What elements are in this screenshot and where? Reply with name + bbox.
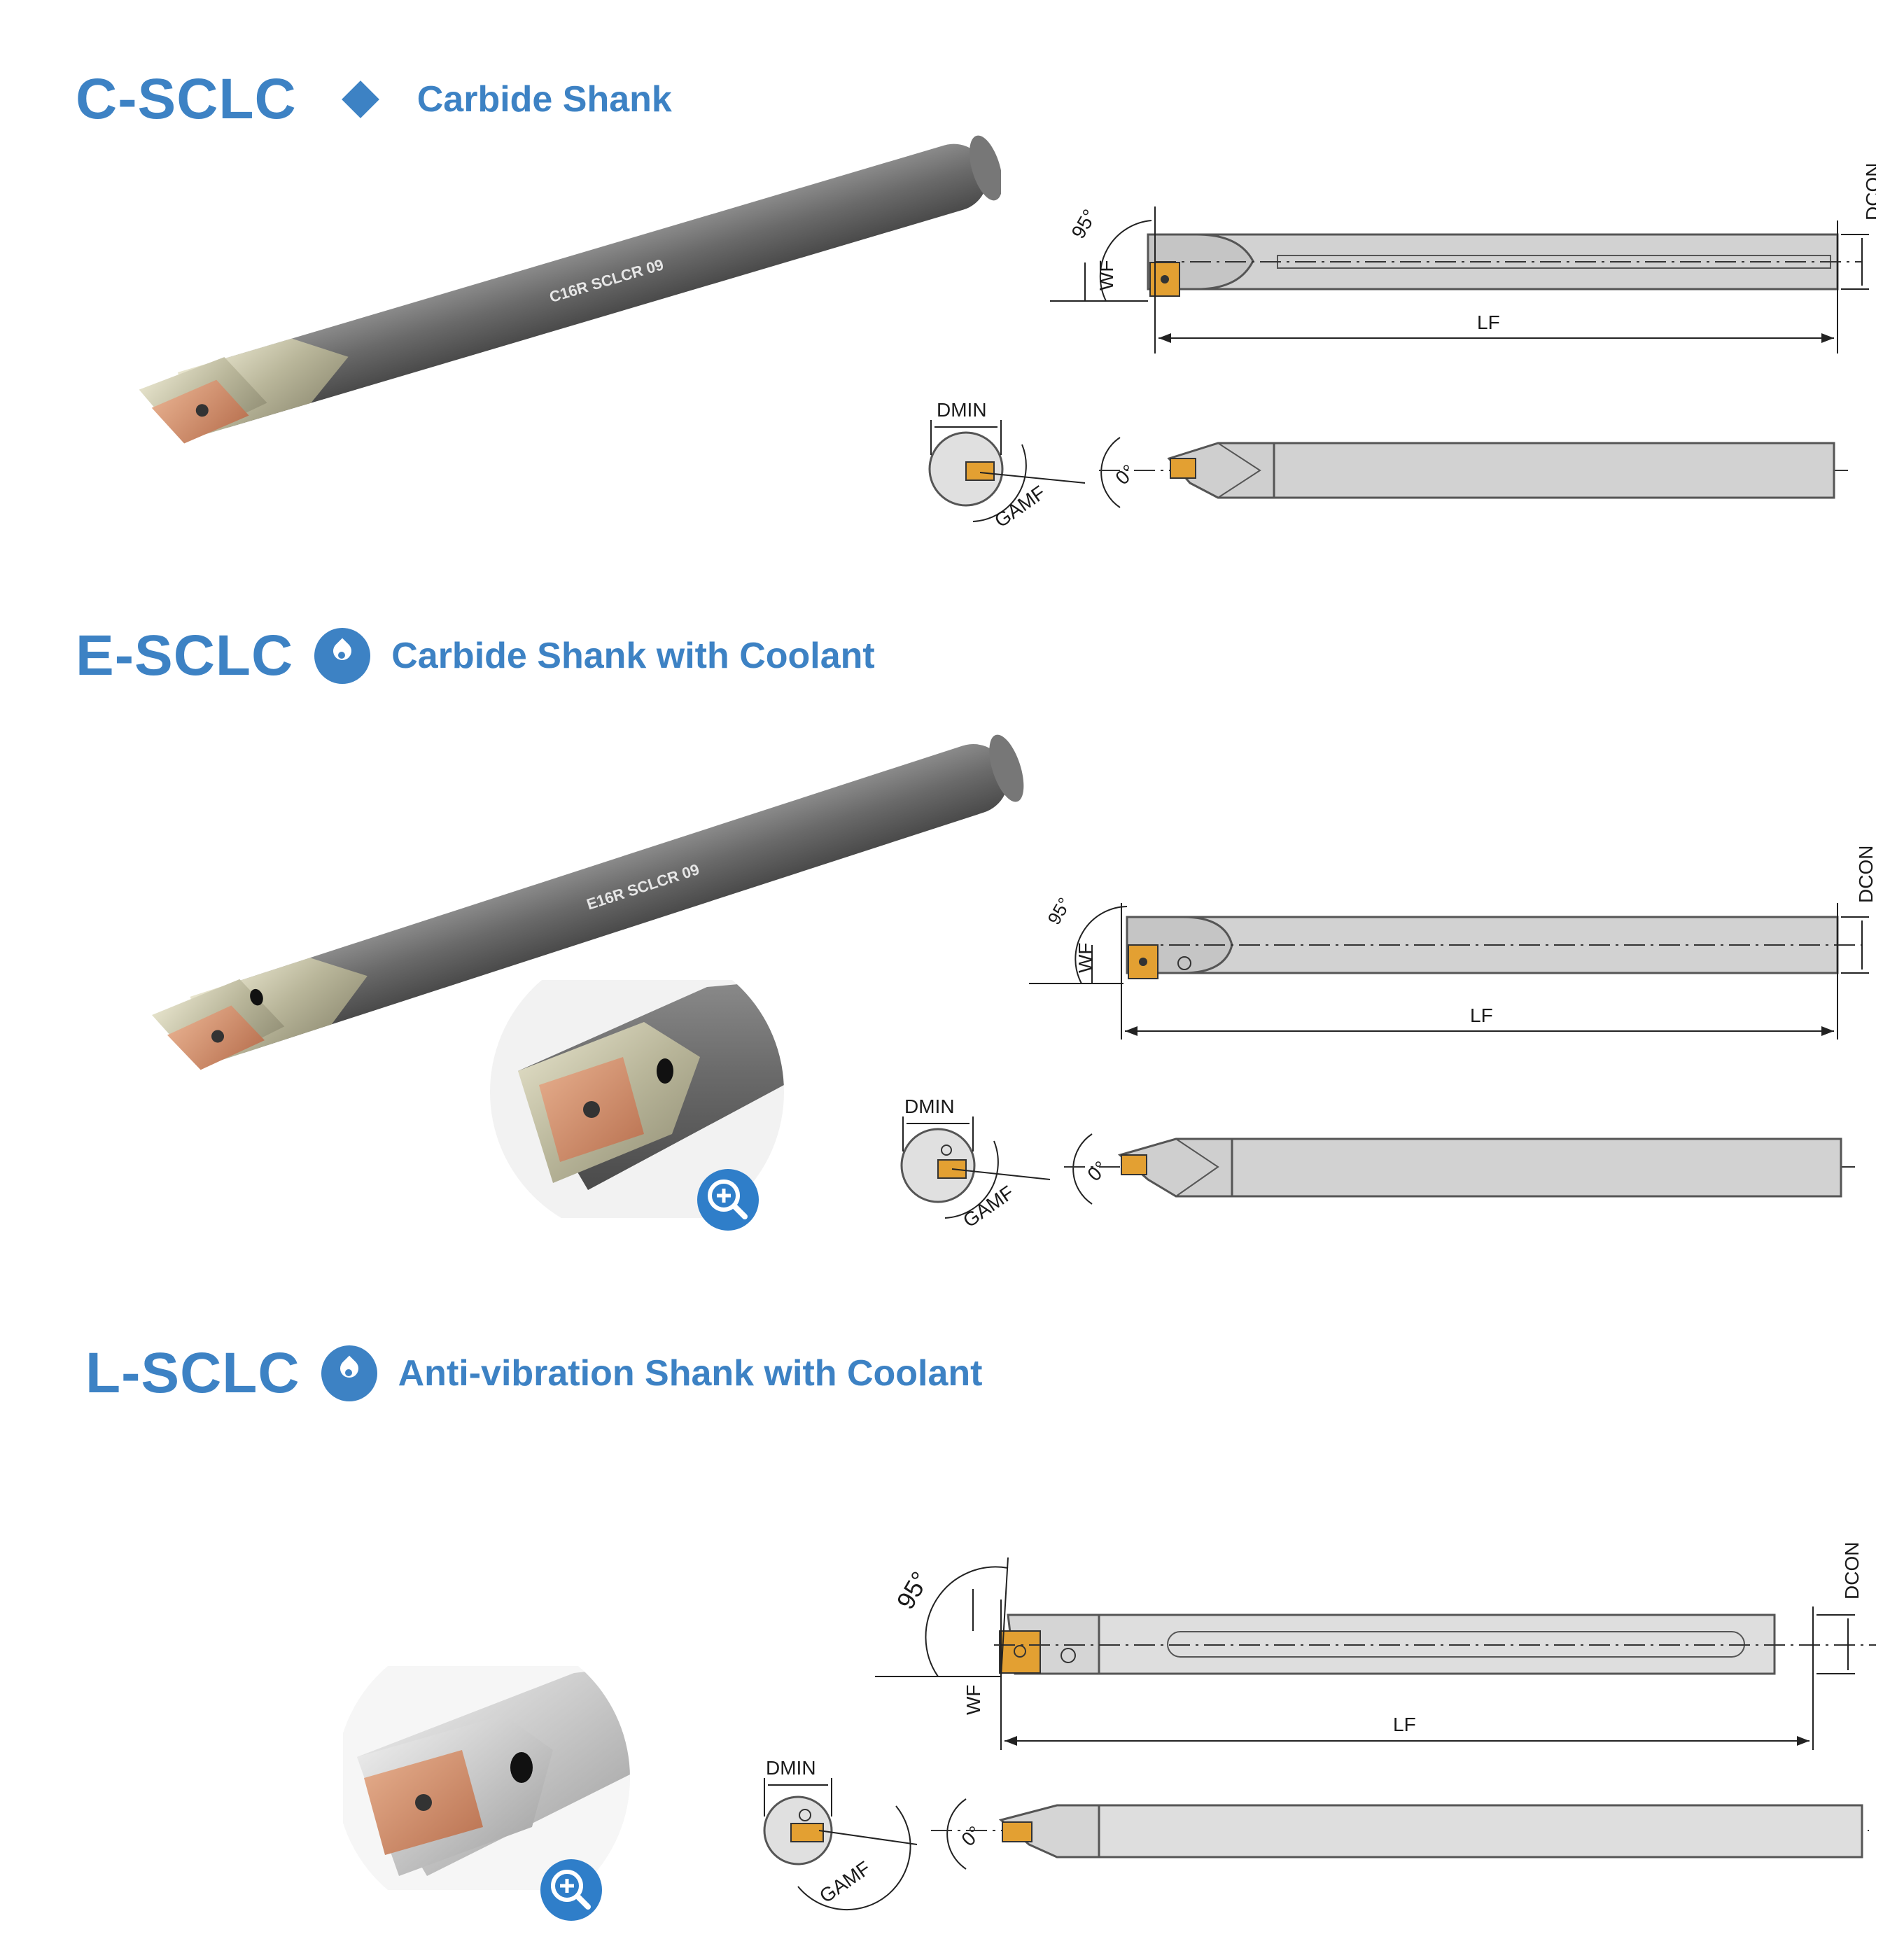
drawing-top-view-e-sclc: LF 95° WF DCON [1029, 846, 1876, 1040]
dim-wf: WF [1074, 942, 1096, 973]
product-subtitle: Carbide Shank with Coolant [391, 636, 875, 676]
dim-dcon: DCON [1862, 163, 1876, 220]
coolant-drop-icon [314, 628, 371, 684]
dim-dmin: DMIN [904, 1096, 955, 1117]
product-code: C-SCLC [76, 67, 297, 131]
dim-angle-0: 0° [957, 1822, 986, 1851]
detail-zoom-e-sclc [490, 980, 784, 1218]
product-photo-l-sclc [343, 1666, 630, 1890]
drawing-side-view-e-sclc: DMIN GAMF 0° [900, 1096, 1855, 1232]
coolant-drop-icon [321, 1345, 377, 1401]
product-code: E-SCLC [76, 624, 294, 687]
diamond-icon [341, 80, 379, 118]
dim-wf: WF [962, 1684, 984, 1715]
dim-angle-95: 95° [1068, 206, 1101, 242]
dim-lf: LF [1477, 312, 1500, 333]
dim-angle-95: 95° [891, 1567, 935, 1614]
dim-dcon: DCON [1841, 1542, 1863, 1600]
section-header-e-sclc: E-SCLC Carbide Shank with Coolant [76, 623, 875, 689]
drawing-side-view-c-sclc: DMIN GAMF 0° [928, 399, 1848, 532]
dim-dcon: DCON [1855, 846, 1876, 903]
drawing-side-view-l-sclc: DMIN GAMF 0° [763, 1757, 1869, 1911]
dim-wf: WF [1096, 260, 1117, 290]
section-header-c-sclc: C-SCLC Carbide Shank [76, 66, 672, 132]
drawing-top-view-c-sclc: LF 95° WF DCON [1050, 163, 1876, 354]
dim-lf: LF [1393, 1714, 1416, 1735]
product-subtitle: Carbide Shank [416, 79, 672, 120]
dim-dmin: DMIN [937, 399, 987, 421]
product-subtitle: Anti-vibration Shank with Coolant [398, 1353, 983, 1394]
dim-dmin: DMIN [766, 1757, 816, 1779]
dim-angle-0: 0° [1111, 461, 1140, 489]
section-header-l-sclc: L-SCLC Anti-vibration Shank with Coolant [85, 1340, 983, 1406]
dim-gamf: GAMF [816, 1857, 874, 1907]
dim-gamf: GAMF [990, 482, 1049, 532]
dim-lf: LF [1470, 1004, 1493, 1026]
drawing-top-view-l-sclc: LF 95° WF DCON [875, 1542, 1876, 1750]
dim-angle-95: 95° [1043, 894, 1075, 928]
product-photo-c-sclc: C16R SCLCR 09 [139, 135, 1001, 444]
zoom-in-icon[interactable] [540, 1859, 602, 1921]
product-code: L-SCLC [85, 1341, 300, 1405]
product-photo-e-sclc: E16R SCLCR 09 [152, 734, 1024, 1070]
dim-angle-0: 0° [1083, 1157, 1112, 1186]
dim-gamf: GAMF [959, 1182, 1018, 1232]
zoom-in-icon[interactable] [697, 1169, 759, 1231]
